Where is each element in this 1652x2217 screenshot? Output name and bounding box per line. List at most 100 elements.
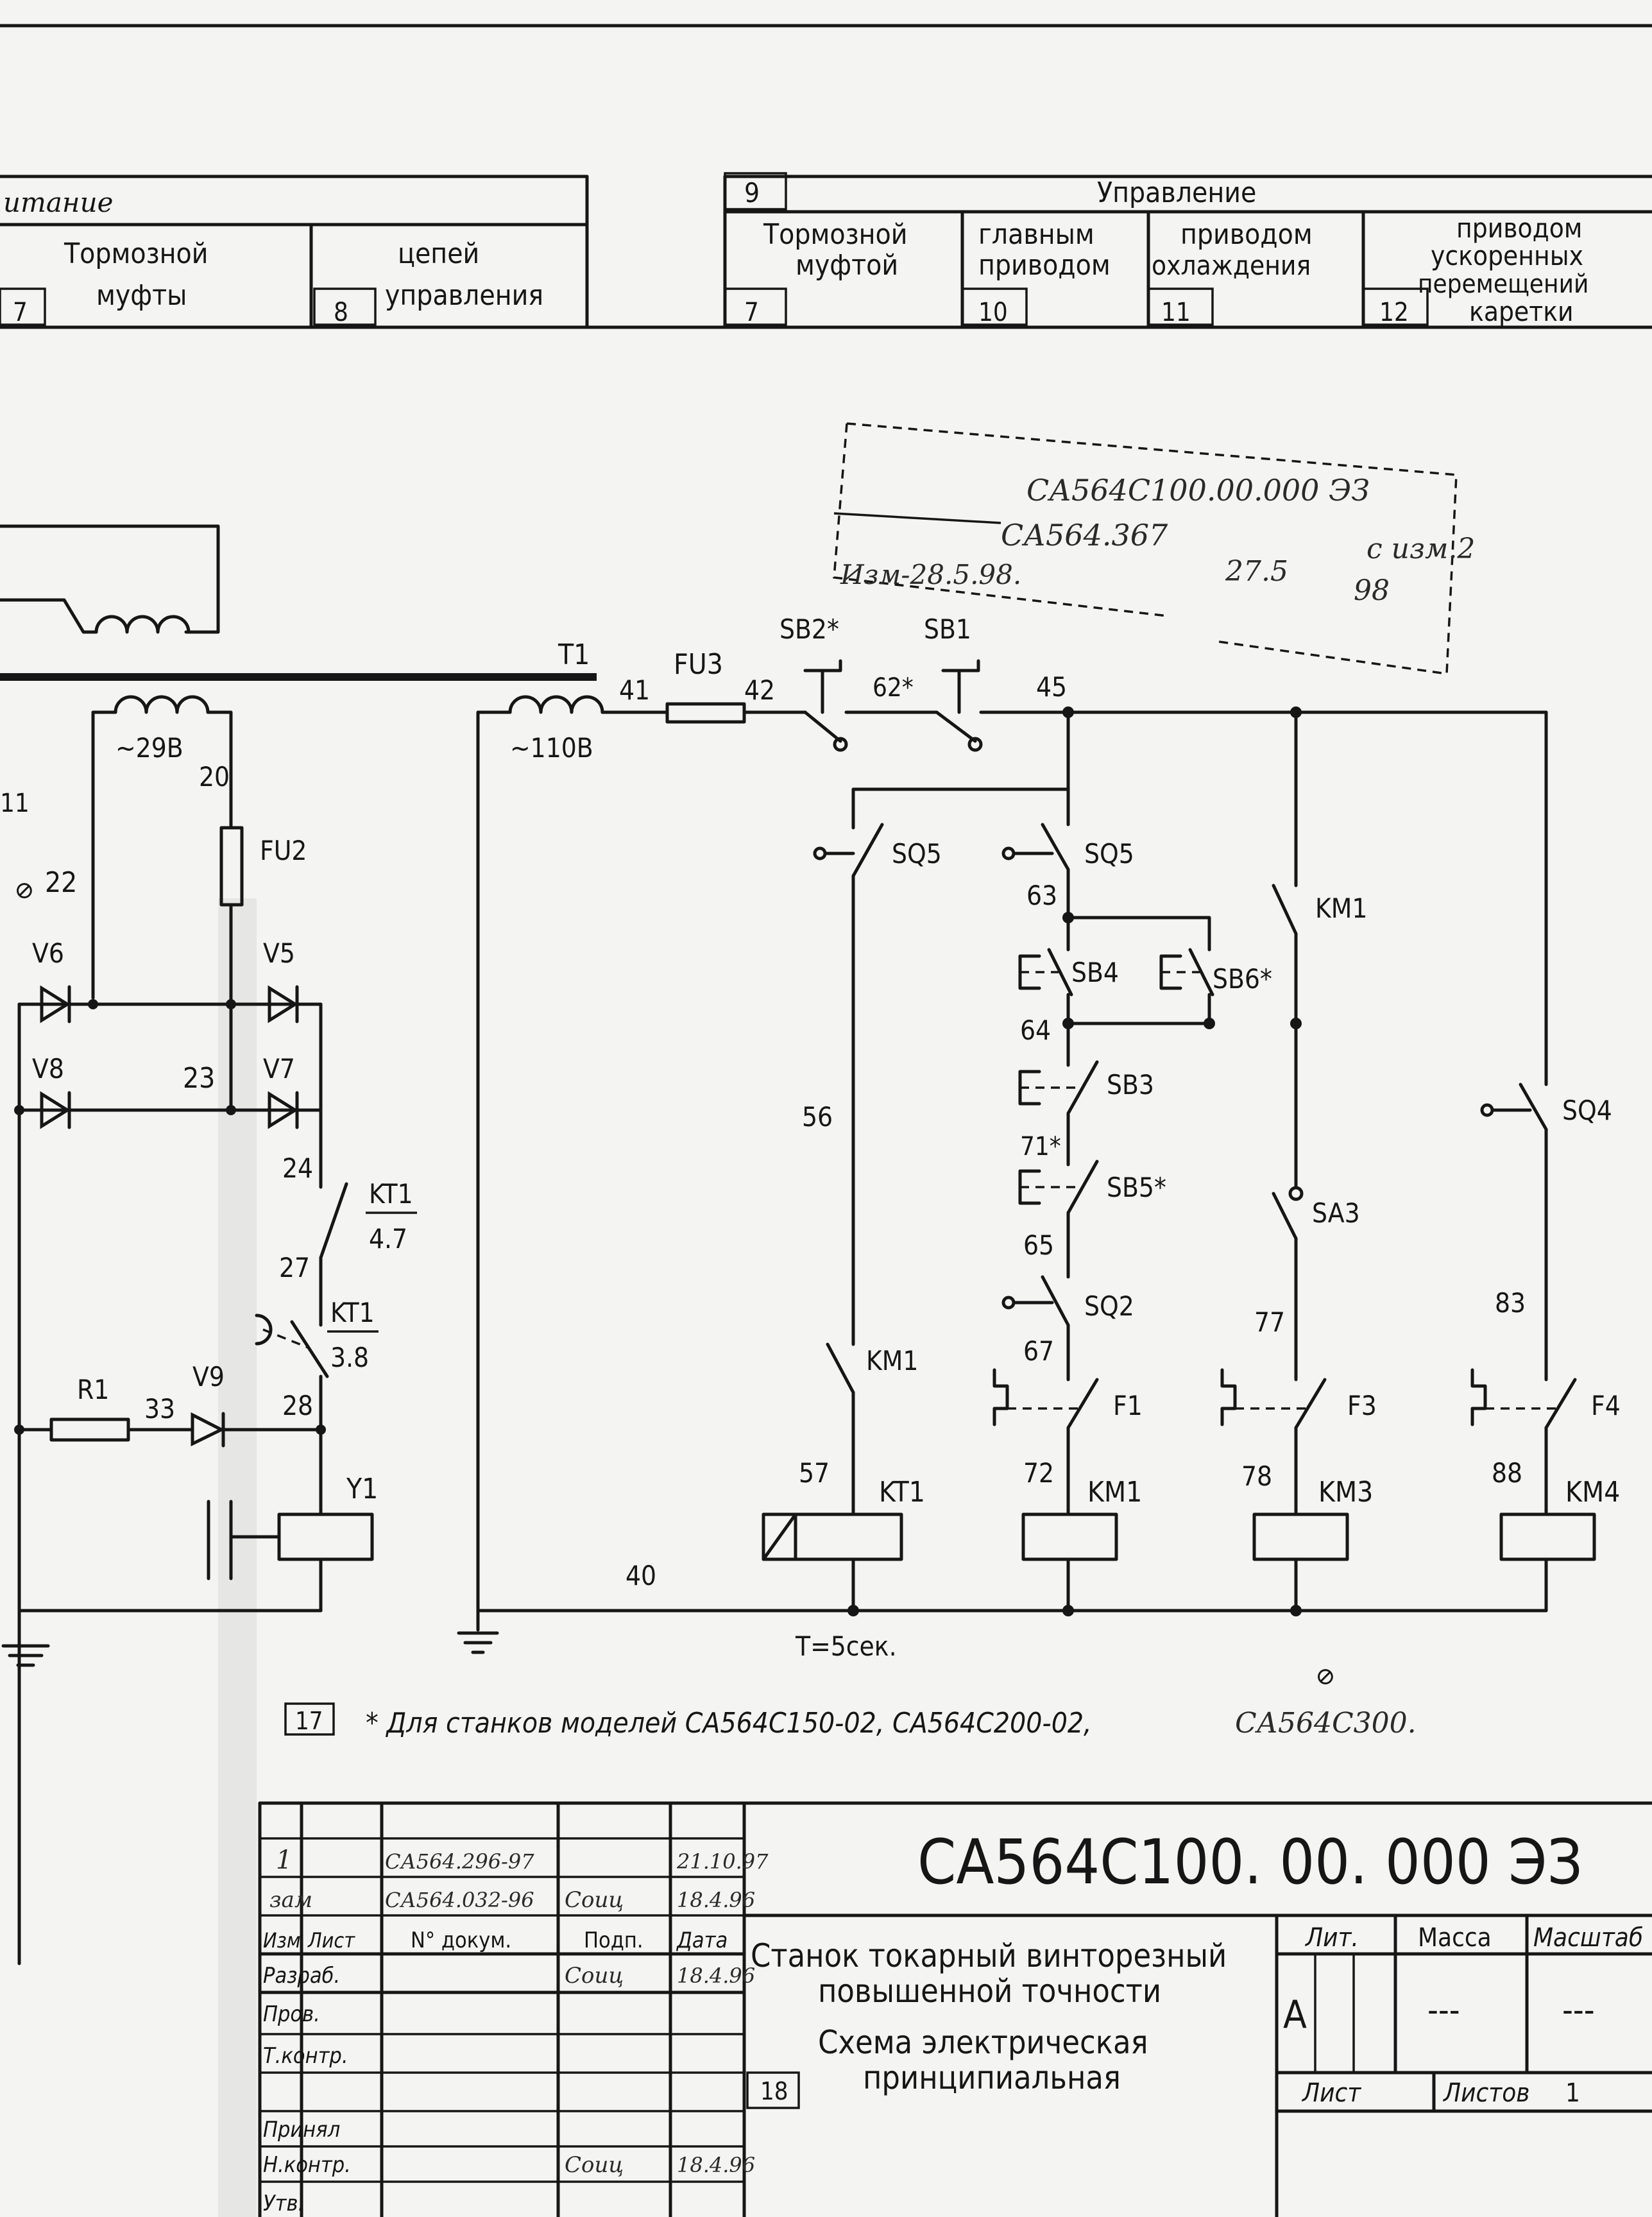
rev-word: зам xyxy=(269,1887,312,1913)
col-sign: Подп. xyxy=(584,1928,643,1953)
row-tkontr: Т.контр. xyxy=(263,2043,348,2069)
title-name-line: принципиальная xyxy=(863,2059,1121,2096)
header-cell-label: ускоренных xyxy=(1431,240,1583,271)
relay-kt1-coil-label: KT1 xyxy=(879,1476,925,1509)
contact-km1-label: KM1 xyxy=(1315,893,1367,924)
node-11: 11 xyxy=(0,789,30,818)
header-cell-label: главным xyxy=(978,218,1094,251)
document-code: СА564С100. 00. 000 ЭЗ xyxy=(917,1826,1583,1898)
title-mass-value: --- xyxy=(1427,1991,1460,2030)
node-65: 65 xyxy=(1023,1229,1054,1261)
diode-v7-label: V7 xyxy=(263,1053,295,1084)
model-note: 17 * Для станков моделей СА564С150-02, С… xyxy=(284,1662,1417,1740)
col-doc: N° докум. xyxy=(411,1928,511,1953)
header-cell-label: муфты xyxy=(96,279,187,312)
col-izm: Изм xyxy=(263,1928,301,1953)
stamp-doc-suffix: с изм.2 xyxy=(1367,533,1475,565)
title-sheets-value: 1 xyxy=(1565,2078,1580,2108)
relay-kt1-contact-value: 3.8 xyxy=(330,1342,369,1373)
title-scale-header: Масштаб xyxy=(1533,1923,1643,1953)
title-sheet-label: Лист xyxy=(1301,2078,1361,2108)
title-block: 18 СА564С100. 00. 000 ЭЗ Станок токарный… xyxy=(258,1801,1652,2217)
header-cell-num: 8 xyxy=(334,298,348,327)
node-77: 77 xyxy=(1254,1306,1285,1338)
header-right-group: Управление xyxy=(1097,176,1256,209)
header-cell-num: 7 xyxy=(13,298,28,327)
node-23: 23 xyxy=(183,1062,215,1095)
node-62: 62* xyxy=(873,673,914,703)
node-56: 56 xyxy=(802,1101,833,1133)
header-cell-label: управления xyxy=(385,279,543,312)
thermal-f4-label: F4 xyxy=(1591,1390,1621,1421)
note-zone-num: 17 xyxy=(295,1707,323,1735)
title-lit-header: Лит. xyxy=(1304,1923,1359,1953)
title-sheets-label: Листов xyxy=(1442,2078,1529,2108)
node-45: 45 xyxy=(1036,671,1067,703)
title-lit-value: А xyxy=(1283,1992,1307,2037)
node-72: 72 xyxy=(1023,1457,1054,1489)
title-name-line: Схема электрическая xyxy=(818,2024,1148,2061)
header-cell-label: цепей xyxy=(398,237,479,270)
timer-setting: T=5сек. xyxy=(795,1631,897,1662)
limit-sq5-label: SQ5 xyxy=(1084,838,1134,869)
button-sb4-label: SB4 xyxy=(1071,957,1119,988)
stamp-notice: СА564.367 xyxy=(1001,518,1168,552)
node-28: 28 xyxy=(282,1390,313,1421)
button-sb6-label: SB6* xyxy=(1213,963,1272,995)
resistor-r1-label: R1 xyxy=(77,1374,109,1405)
diode-v8-label: V8 xyxy=(32,1053,64,1084)
note-text: * Для станков моделей СА564С150-02, СА56… xyxy=(366,1707,1092,1740)
rev-doc: СА564.032-96 xyxy=(385,1888,534,1912)
fuse-fu2-label: FU2 xyxy=(260,835,307,866)
header-cell-num: 11 xyxy=(1161,298,1191,327)
thermal-f1-label: F1 xyxy=(1113,1390,1143,1421)
node-41: 41 xyxy=(619,674,650,706)
control-circuit: T1 ~110В 41 FU3 42 SB2* 62* SB1 45 SQ5 xyxy=(457,613,1621,1662)
node-63: 63 xyxy=(1026,880,1057,911)
relay-kt1-contact-value: 4.7 xyxy=(369,1223,407,1254)
node-33: 33 xyxy=(144,1393,175,1425)
contact-km1-label: KM1 xyxy=(866,1345,918,1376)
header-cell-label: Тормозной xyxy=(763,218,907,251)
header-cell-label: приводом xyxy=(1180,218,1313,251)
header-cell-label: приводом xyxy=(978,249,1111,282)
title-name-line: повышенной точности xyxy=(818,1973,1161,2010)
header-zone-table: итание 7 Тормозной муфты 8 цепей управле… xyxy=(0,172,1652,329)
stamp-doc: СА564С100.00.000 ЭЗ xyxy=(1026,473,1370,508)
brake-clutch-circuit: ~29В 20 11 FU2 ⊘ 22 V6 V5 V8 V7 23 xyxy=(0,524,597,1965)
node-57: 57 xyxy=(799,1457,830,1489)
title-mass-header: Масса xyxy=(1418,1923,1492,1953)
button-sb3-label: SB3 xyxy=(1107,1069,1154,1100)
thermal-f3-label: F3 xyxy=(1347,1390,1377,1421)
row-nkontr-date: 18.4.96 xyxy=(677,2153,755,2177)
header-cell-label: муфтой xyxy=(796,249,898,282)
header-cell-label: перемещений xyxy=(1418,270,1588,299)
relay-kt1-contact-label: KT1 xyxy=(369,1178,413,1210)
revision-mark: ⊘ xyxy=(1315,1662,1336,1690)
row-razrab-date: 18.4.96 xyxy=(677,1964,755,1988)
title-sheet-num: 18 xyxy=(760,2077,788,2105)
diode-v6-label: V6 xyxy=(32,937,64,969)
node-64: 64 xyxy=(1020,1014,1051,1046)
header-cell-label: приводом xyxy=(1456,212,1582,244)
coil-y1-label: Y1 xyxy=(346,1473,378,1505)
row-prov: Пров. xyxy=(263,2001,320,2027)
row-nkontr: Н.контр. xyxy=(263,2152,351,2178)
row-razrab-sign: Соиц xyxy=(565,1963,624,1989)
note-handwritten: СА564С300. xyxy=(1235,1707,1417,1740)
node-20: 20 xyxy=(199,761,230,792)
fuse-fu3-label: FU3 xyxy=(674,648,723,681)
diode-v5-label: V5 xyxy=(263,937,295,969)
col-list: Лист xyxy=(307,1928,355,1953)
button-sb2-label: SB2* xyxy=(779,613,839,645)
rev-date: 18.4.96 xyxy=(677,1888,755,1912)
transformer-t1-label: T1 xyxy=(558,638,590,671)
node-27: 27 xyxy=(279,1252,310,1283)
header-right-num: 9 xyxy=(744,177,760,209)
diode-v9-label: V9 xyxy=(192,1361,225,1392)
stamp-year: 98 xyxy=(1354,574,1390,607)
node-88: 88 xyxy=(1492,1457,1522,1489)
row-prinyal: Принял xyxy=(263,2117,340,2143)
col-date: Дата xyxy=(676,1928,728,1953)
